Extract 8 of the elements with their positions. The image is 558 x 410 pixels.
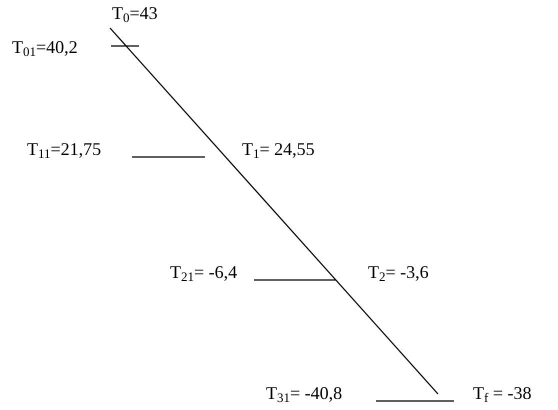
temperature-label: T$_{31}$= -40,8: [266, 382, 342, 404]
temperature-label: T$_{21}$= -6,4: [170, 261, 238, 283]
temperature-label: T$_{2}$= -3,6: [368, 261, 429, 283]
temperature-label: T$_{1}$= 24,55: [242, 138, 315, 160]
temperature-label: T$_{01}$=40,2: [12, 36, 78, 58]
temperature-label: T$_{0}$=43: [112, 2, 158, 24]
temperature-label: T$_{11}$=21,75: [27, 138, 102, 160]
temperature-label: T$_{f}$ = -38: [473, 382, 532, 404]
